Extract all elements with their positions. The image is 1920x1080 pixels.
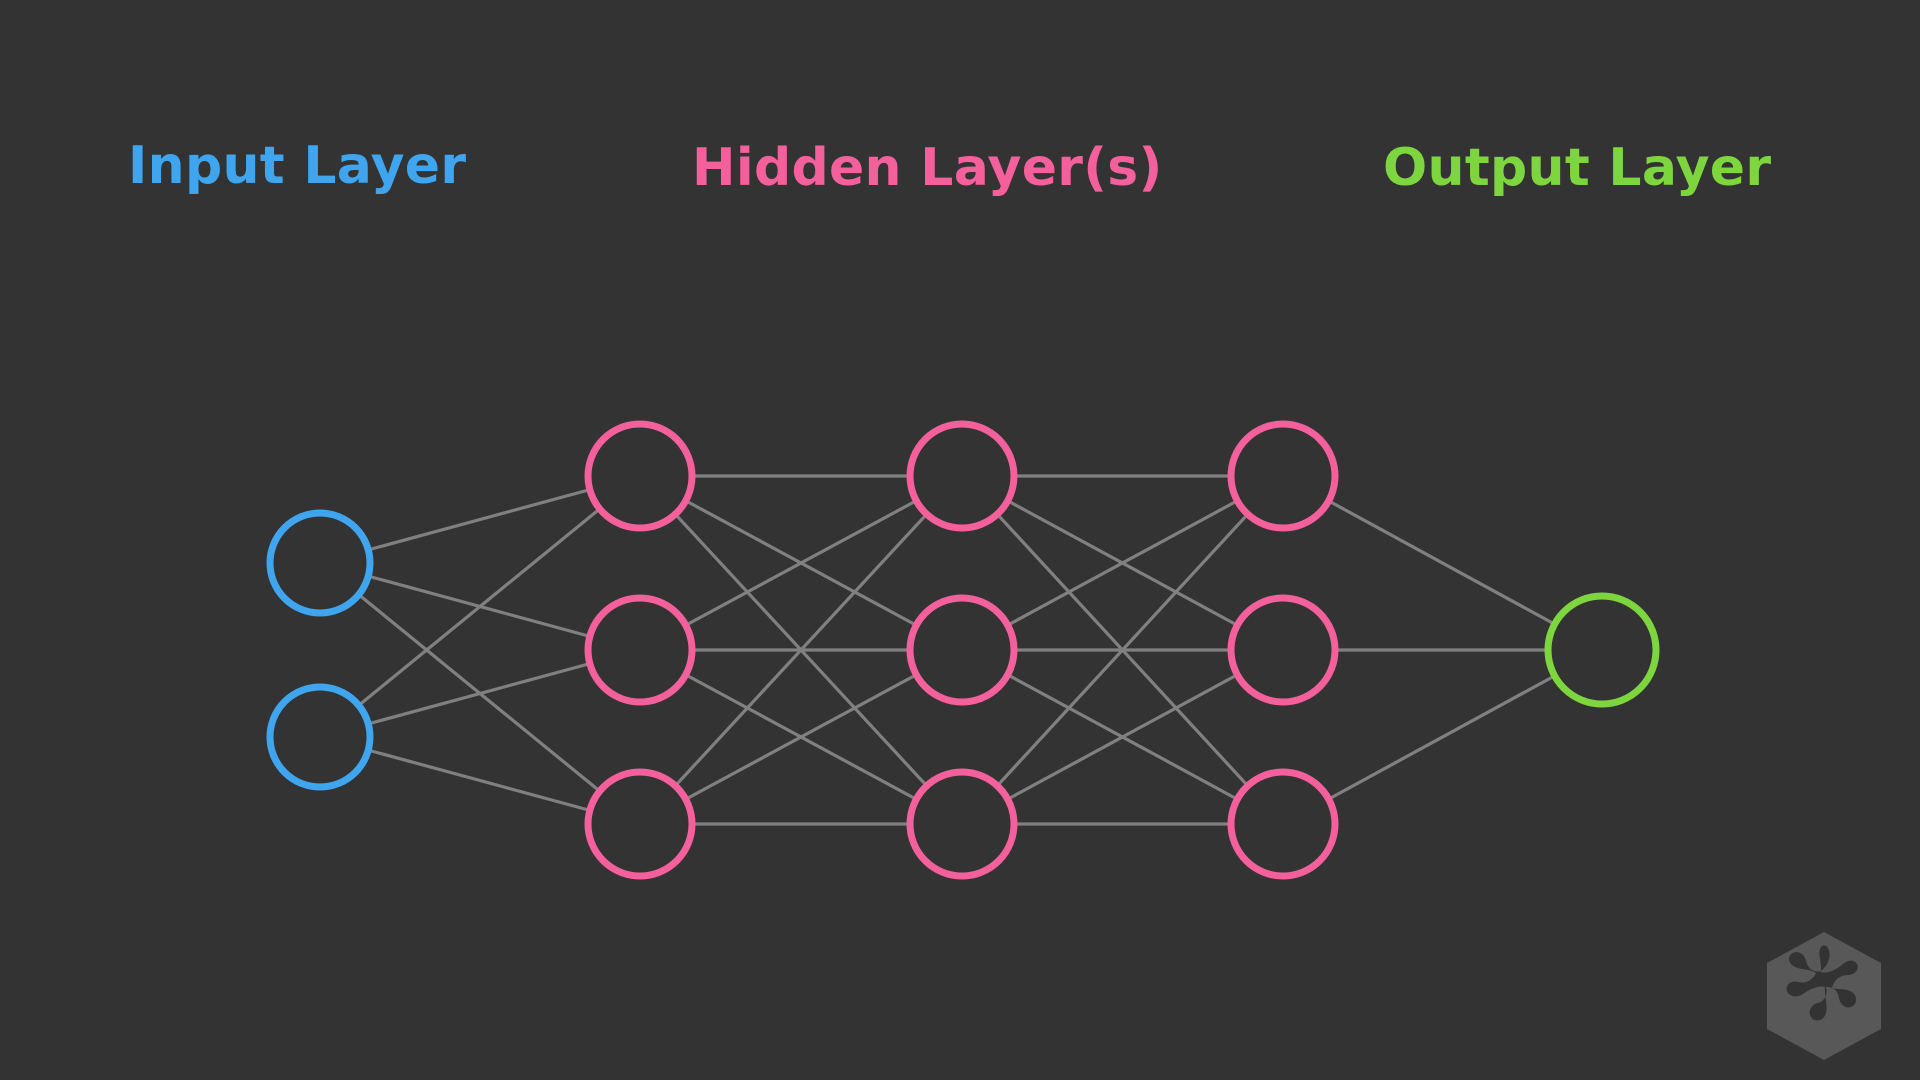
node-i2 xyxy=(266,683,374,791)
node-h3-1 xyxy=(1227,420,1339,532)
edge-h1-2-to-h2-1 xyxy=(684,499,918,627)
edge-h1-3-to-h2-1 xyxy=(673,512,929,788)
edge-i1-to-h1-1 xyxy=(366,488,592,552)
node-h1-2 xyxy=(584,594,696,706)
edge-h3-1-to-o1 xyxy=(1327,499,1557,626)
edge-h2-3-to-h3-2 xyxy=(1006,673,1239,801)
edge-i2-to-h1-3 xyxy=(366,748,592,812)
edge-h2-2-to-h3-1 xyxy=(1006,499,1239,627)
node-h2-2 xyxy=(906,594,1018,706)
node-h3-3 xyxy=(1227,768,1339,880)
edge-h2-3-to-h3-1 xyxy=(995,512,1250,788)
node-h1-1 xyxy=(584,420,696,532)
edge-h3-3-to-o1 xyxy=(1327,674,1557,801)
node-i1 xyxy=(266,509,374,617)
edges-group xyxy=(357,474,1557,826)
node-h2-3 xyxy=(906,768,1018,880)
neuron-glyph xyxy=(1786,945,1858,1021)
edge-i2-to-h1-1 xyxy=(357,507,602,707)
node-h3-2 xyxy=(1227,594,1339,706)
edge-h1-3-to-h2-2 xyxy=(684,673,918,801)
node-h2-1 xyxy=(906,420,1018,532)
node-h1-3 xyxy=(584,768,696,880)
nodes-group xyxy=(266,420,1660,880)
edge-i2-to-h1-2 xyxy=(366,662,592,726)
node-o1 xyxy=(1544,592,1660,708)
watermark-logo-icon xyxy=(1767,932,1881,1060)
